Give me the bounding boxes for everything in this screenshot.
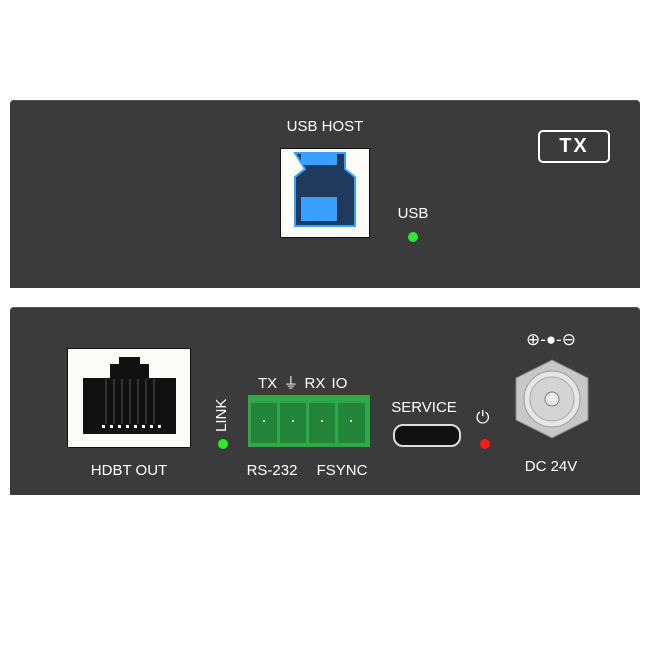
dc-jack-icon [515,359,589,439]
hdbt-out-label: HDBT OUT [90,462,168,479]
ground-pin-label: ⏚ [283,375,299,392]
link-status-led [218,439,228,449]
rj45-connector-icon [83,357,176,434]
rx-pin-label: RX [304,375,326,392]
rj45-port[interactable] [67,348,191,448]
tx-badge: TX [538,130,610,163]
fsync-label: FSYNC [316,462,368,479]
tx-pin-label: TX [258,375,278,392]
terminal-top-labels: TX ⏚ RX IO [258,372,347,393]
link-label: LINK [213,398,230,432]
dc-24v-label: DC 24V [524,458,578,475]
terminal-block-icon [248,395,370,447]
power-icon: ⏻ [476,408,490,427]
io-pin-label: IO [331,375,348,392]
polarity-symbol: ⊕-●-⊖ [525,330,577,349]
power-status-led [480,439,490,449]
rs232-label: RS-232 [246,462,298,479]
service-label: SERVICE [391,399,457,416]
usb-b-port[interactable] [280,148,370,238]
usb-status-led [408,232,418,242]
usb-host-label: USB HOST [286,118,364,135]
usb-b-connector-icon [293,152,356,227]
usb-c-service-port[interactable] [393,424,461,447]
tx-badge-text: TX [559,135,589,157]
dc-power-jack[interactable] [514,358,590,440]
terminal-block[interactable] [248,395,370,447]
usb-led-label: USB [397,205,429,222]
